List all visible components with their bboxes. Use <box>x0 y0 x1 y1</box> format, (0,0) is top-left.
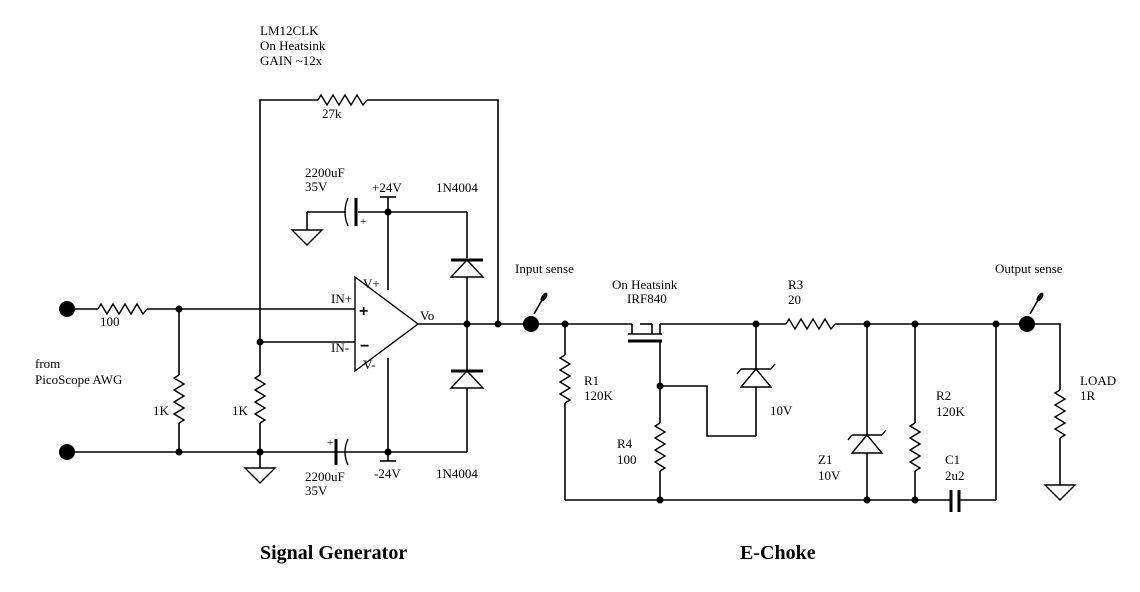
capacitor-bottom-value: 2200uF <box>305 469 345 484</box>
resistor-r4-name: R4 <box>617 436 633 451</box>
capacitor-top-polarity: + <box>360 216 366 228</box>
opamp-vplus-label: V+ <box>363 276 380 291</box>
wire-feedback-right <box>367 99 499 324</box>
shunt-resistor-1k-a-label: 1K <box>153 403 170 418</box>
capacitor-top-value: 2200uF <box>305 165 345 180</box>
resistor-r2-value: 120K <box>936 404 966 419</box>
diode-bottom-label: 1N4004 <box>436 466 478 481</box>
junction-dots-sg <box>175 208 502 456</box>
capacitor-bottom-polarity: + <box>327 437 333 449</box>
resistor-r3-value: 20 <box>788 292 801 307</box>
diode-top-label: 1N4004 <box>436 180 478 195</box>
opamp-symbol <box>354 275 420 373</box>
resistor-r1-name: R1 <box>584 373 599 388</box>
mosfet-irf840 <box>628 323 756 386</box>
capacitor-c1-name: C1 <box>945 452 960 467</box>
resistor-r1-value: 120K <box>584 388 614 403</box>
diode-top <box>449 258 485 278</box>
resistor-r4-value: 100 <box>617 452 637 467</box>
resistor-load <box>1035 323 1077 501</box>
load-name: LOAD <box>1080 373 1116 388</box>
source-label-line1: from <box>35 356 60 371</box>
resistor-r3 <box>756 317 1020 331</box>
resistor-r2-name: R2 <box>936 388 951 403</box>
source-label-line2: PicoScope AWG <box>35 372 122 387</box>
zener-z1 <box>847 324 887 500</box>
output-sense-probe-icon <box>1029 292 1044 315</box>
zener-gate-label: 10V <box>770 403 793 418</box>
resistor-r1 <box>558 324 572 500</box>
neg-rail-label: -24V <box>374 466 401 481</box>
opamp-mount-label: On Heatsink <box>260 38 326 53</box>
capacitor-top <box>290 197 388 246</box>
shunt-resistor-1k-b-label: 1K <box>232 403 249 418</box>
title-signal-generator: Signal Generator <box>260 542 407 564</box>
mosfet-part-label: IRF840 <box>627 291 667 306</box>
opamp-out-label: Vo <box>420 308 434 323</box>
output-sense-label: Output sense <box>995 261 1063 276</box>
input-resistor-label: 100 <box>100 314 120 329</box>
feedback-resistor <box>317 93 368 107</box>
zener-z1-value: 10V <box>818 468 841 483</box>
output-sense-terminal <box>1019 316 1035 332</box>
capacitor-bottom <box>334 438 349 466</box>
shunt-resistor-1k-a <box>172 309 186 452</box>
diode-bottom <box>449 369 485 389</box>
zener-z1-name: Z1 <box>818 452 832 467</box>
ground-symbol-sg <box>243 452 277 484</box>
opamp-plus-sign: + <box>359 303 368 320</box>
input-terminal-ground <box>59 444 75 460</box>
junction-dots-echoke <box>561 320 1000 504</box>
shunt-resistor-1k-b <box>253 342 267 452</box>
resistor-r2 <box>908 324 922 500</box>
opamp-gain-label: GAIN ~12x <box>260 53 323 68</box>
input-terminal-signal <box>59 301 75 317</box>
input-sense-terminal <box>523 316 539 332</box>
capacitor-top-voltage: 35V <box>305 179 328 194</box>
feedback-resistor-label: 27k <box>322 106 342 121</box>
capacitor-bottom-voltage: 35V <box>305 483 328 498</box>
pos-rail-label: +24V <box>372 180 402 195</box>
mosfet-mount-label: On Heatsink <box>612 277 678 292</box>
capacitor-c1 <box>949 324 997 512</box>
opamp-in-plus-label: IN+ <box>331 291 352 306</box>
opamp-vminus-label: V- <box>363 357 376 372</box>
resistor-r4 <box>653 386 667 500</box>
input-resistor-100 <box>75 302 179 316</box>
title-e-choke: E-Choke <box>740 542 816 564</box>
wire-gate-net <box>660 385 756 437</box>
opamp-in-minus-label: IN- <box>331 340 349 355</box>
load-value: 1R <box>1080 388 1096 403</box>
opamp-part-label: LM12CLK <box>260 23 319 38</box>
capacitor-c1-value: 2u2 <box>945 468 965 483</box>
input-sense-probe-icon <box>533 292 548 315</box>
opamp-minus-sign: − <box>360 338 369 355</box>
resistor-r3-name: R3 <box>788 277 803 292</box>
zener-gate <box>736 324 776 436</box>
input-sense-label: Input sense <box>515 261 574 276</box>
wire-feedback-left <box>259 99 318 342</box>
